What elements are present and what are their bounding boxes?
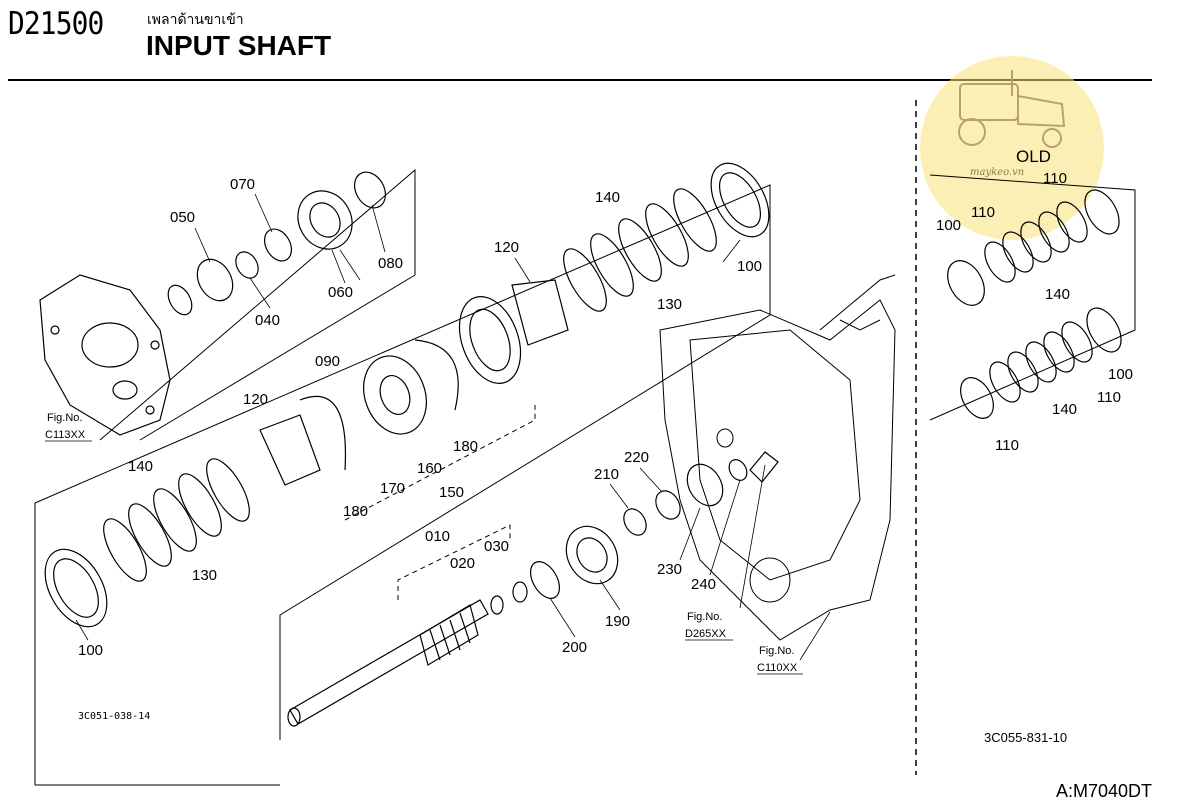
label-180-a: 180 xyxy=(453,438,478,455)
label-140-d: 140 xyxy=(1052,401,1077,418)
label-050: 050 xyxy=(170,209,195,226)
label-040: 040 xyxy=(255,312,280,329)
label-140-b: 140 xyxy=(128,458,153,475)
label-110-d: 110 xyxy=(995,437,1019,454)
transmission-case xyxy=(659,274,896,641)
label-160: 160 xyxy=(417,460,442,477)
fig-c113-value: C113XX xyxy=(45,429,86,441)
label-140-c: 140 xyxy=(1045,286,1070,303)
ring-040 xyxy=(235,251,259,279)
right-clutch-pack-bottom xyxy=(960,307,1122,419)
model-code: A:M7040DT xyxy=(1055,781,1152,801)
shaft-end-240 xyxy=(749,451,779,483)
label-230: 230 xyxy=(657,561,682,578)
fig-d265-label: Fig.No. xyxy=(687,611,722,623)
old-label: OLD xyxy=(1016,147,1051,166)
group-outline-lower xyxy=(34,503,280,786)
label-220: 220 xyxy=(624,449,649,466)
bearing-050 xyxy=(196,258,234,302)
snap-ring-180b xyxy=(414,339,459,411)
group-outline-top xyxy=(99,168,416,441)
group-outline-right xyxy=(929,174,1136,421)
tractor-icon xyxy=(958,70,1066,148)
label-110-c: 110 xyxy=(1097,389,1121,406)
label-090: 090 xyxy=(315,353,340,370)
label-130-b: 130 xyxy=(192,567,217,584)
label-020: 020 xyxy=(450,555,475,572)
ring-080 xyxy=(353,171,387,209)
group-outline-main xyxy=(34,184,771,740)
watermark-text: maykeo.vn xyxy=(970,167,1025,178)
bearing-230 xyxy=(686,463,724,507)
right-clutch-pack-top xyxy=(947,189,1120,306)
drum-150 xyxy=(458,296,522,384)
ring-240 xyxy=(728,459,748,481)
label-130-a: 130 xyxy=(657,296,682,313)
bearing-030 xyxy=(512,581,528,603)
input-shaft xyxy=(287,599,489,727)
fig-c110-label: Fig.No. xyxy=(759,645,794,657)
piston-120-left xyxy=(259,414,321,486)
ring-070 xyxy=(263,228,293,262)
label-070: 070 xyxy=(230,176,255,193)
header-rule xyxy=(8,79,1152,81)
part-group-code: D21500 xyxy=(8,6,104,42)
label-100-b: 100 xyxy=(78,642,103,659)
bracket-010 xyxy=(397,524,511,600)
label-120-a: 120 xyxy=(494,239,519,256)
page-title: INPUT SHAFT xyxy=(146,30,332,61)
label-030: 030 xyxy=(484,538,509,555)
drawing-ref-left: 3C051-038-14 xyxy=(78,711,151,722)
bearing-100-left xyxy=(44,548,108,628)
label-200: 200 xyxy=(562,639,587,656)
fig-d265-value: D265XX xyxy=(685,628,727,640)
label-100-c: 100 xyxy=(936,217,961,234)
bearing-100-right xyxy=(710,162,770,238)
label-110-a: 110 xyxy=(971,204,995,221)
label-120-b: 120 xyxy=(243,391,268,408)
label-240: 240 xyxy=(691,576,716,593)
clutch-pack-left xyxy=(103,458,250,582)
label-100-d: 100 xyxy=(1108,366,1133,383)
collar-020 xyxy=(490,595,504,615)
ring-220 xyxy=(655,490,681,520)
front-housing xyxy=(39,274,171,436)
label-100-a: 100 xyxy=(737,258,762,275)
label-140-a: 140 xyxy=(595,189,620,206)
label-180-b: 180 xyxy=(343,503,368,520)
fig-c110-value: C110XX xyxy=(757,662,798,674)
snap-ring-180 xyxy=(299,395,347,471)
label-010: 010 xyxy=(425,528,450,545)
ring-200 xyxy=(529,561,561,599)
gear-190 xyxy=(565,525,619,585)
gear-060 xyxy=(297,190,353,250)
label-150: 150 xyxy=(439,484,464,501)
piston-120-right xyxy=(511,279,569,346)
label-060: 060 xyxy=(328,284,353,301)
label-170: 170 xyxy=(380,480,405,497)
clutch-pack-right xyxy=(563,188,717,312)
hub-160 xyxy=(363,355,427,435)
title-thai: เพลาด้านขาเข้า xyxy=(147,12,244,28)
drawing-ref-right: 3C055-831-10 xyxy=(984,730,1068,745)
seal-050 xyxy=(167,284,193,316)
ring-210 xyxy=(623,508,647,536)
label-110-b: 110 xyxy=(1043,170,1067,187)
fig-c113-label: Fig.No. xyxy=(47,412,82,424)
label-080: 080 xyxy=(378,255,403,272)
label-210: 210 xyxy=(594,466,619,483)
label-190: 190 xyxy=(605,613,630,630)
